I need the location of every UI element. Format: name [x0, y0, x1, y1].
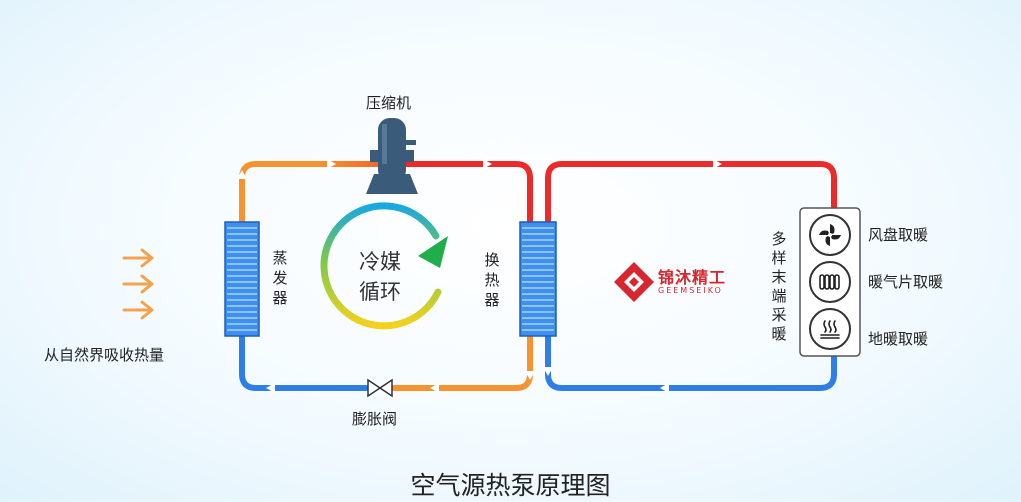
terminal-label: 多样末端采暖 — [771, 230, 787, 343]
diagram-title: 空气源热泵原理图 — [410, 471, 611, 500]
compressor-label: 压缩机 — [366, 94, 412, 112]
flow-arrows — [237, 159, 722, 393]
arrow-far-bottom — [660, 383, 669, 393]
expansion-valve-label: 膨胀阀 — [352, 410, 398, 428]
expansion-valve-icon — [367, 378, 393, 398]
pipe-right-lower — [391, 333, 533, 391]
refrigerant-cycle-icon — [320, 202, 448, 330]
right-loop — [545, 161, 837, 391]
fan-coil-label: 风盘取暖 — [868, 226, 929, 244]
pipe-bottom-left — [239, 333, 369, 391]
floor-heating-icon — [809, 308, 851, 350]
arrow-left-up — [237, 170, 247, 179]
pipe-right-top — [545, 161, 837, 225]
arrow-bottom-right — [430, 383, 439, 393]
arrow-bottom-left — [266, 383, 275, 393]
brand-logo-icon — [614, 262, 654, 302]
pipe-top-right — [403, 161, 533, 225]
brand-name-en: GEEMSEIKO — [658, 286, 723, 295]
heat-input-arrows — [122, 248, 154, 320]
radiator-icon — [809, 261, 851, 303]
pipe-right-bottom — [545, 333, 837, 391]
arrow-left-return — [543, 367, 553, 376]
refrigerant-line-1: 冷媒 — [359, 250, 401, 274]
compressor-icon — [366, 118, 418, 194]
floor-heating-label: 地暖取暖 — [868, 330, 929, 348]
evaporator-label: 蒸发器 — [272, 249, 288, 307]
radiator-label: 暖气片取暖 — [868, 273, 944, 291]
evaporator-coil — [224, 221, 260, 337]
arrow-top-1 — [327, 159, 336, 169]
refrigerant-line-2: 循环 — [359, 280, 401, 304]
arrow-right-top — [713, 159, 722, 169]
arrow-top-2 — [483, 159, 492, 169]
fan-coil-icon — [809, 214, 851, 256]
exchanger-label: 换热器 — [484, 251, 500, 309]
exchanger-coil — [519, 221, 557, 337]
refrigerant-cycle-text: 冷媒 循环 — [352, 247, 408, 307]
arrow-exchanger-down — [525, 371, 535, 380]
heat-source-label: 从自然界吸收热量 — [44, 346, 165, 364]
brand-name: 锦沐精工 — [658, 268, 727, 287]
